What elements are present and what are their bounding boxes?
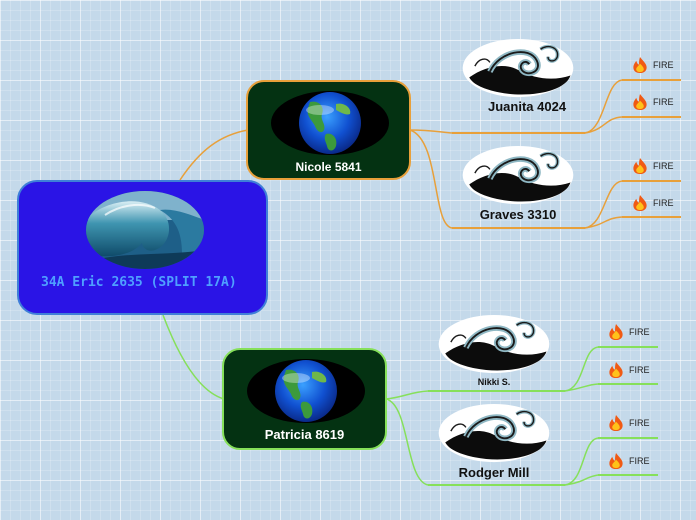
subtopic-rodger[interactable]: Rodger Mill <box>458 465 530 480</box>
earth-globe-icon <box>271 91 389 155</box>
fire-label: FIRE <box>653 60 674 70</box>
central-topic-label: 34A Eric 2635 (SPLIT 17A) <box>41 275 237 290</box>
fire-icon <box>609 323 623 341</box>
fire-label: FIRE <box>629 456 650 466</box>
fire-marker[interactable]: FIRE <box>631 56 674 74</box>
fire-marker[interactable]: FIRE <box>607 361 650 379</box>
fire-marker[interactable]: FIRE <box>631 157 674 175</box>
fire-icon <box>633 157 647 175</box>
earth-globe-icon <box>247 359 365 423</box>
fire-icon <box>609 361 623 379</box>
fire-marker[interactable]: FIRE <box>607 323 650 341</box>
fire-icon <box>633 56 647 74</box>
subtopic-nikki[interactable]: Nikki S. <box>477 377 511 387</box>
central-topic[interactable]: 34A Eric 2635 (SPLIT 17A) <box>17 180 268 315</box>
fire-label: FIRE <box>653 198 674 208</box>
swirl-wave-icon <box>458 145 578 205</box>
branch-node-nicole[interactable]: Nicole 5841 <box>246 80 411 180</box>
fire-label: FIRE <box>629 327 650 337</box>
swirl-wave-icon <box>458 38 578 98</box>
fire-marker[interactable]: FIRE <box>631 194 674 212</box>
swirl-wave-icon <box>434 314 554 374</box>
fire-label: FIRE <box>629 418 650 428</box>
subtopic-graves[interactable]: Graves 3310 <box>479 207 557 222</box>
swirl-wave-icon <box>434 403 554 463</box>
fire-icon <box>633 93 647 111</box>
ocean-wave-icon <box>86 191 204 269</box>
branch-label: Patricia 8619 <box>264 427 345 442</box>
fire-icon <box>609 452 623 470</box>
branch-node-patricia[interactable]: Patricia 8619 <box>222 348 387 450</box>
branch-label: Nicole 5841 <box>295 160 362 174</box>
fire-label: FIRE <box>629 365 650 375</box>
subtopic-juanita[interactable]: Juanita 4024 <box>488 99 567 114</box>
fire-label: FIRE <box>653 97 674 107</box>
fire-icon <box>609 414 623 432</box>
fire-icon <box>633 194 647 212</box>
fire-label: FIRE <box>653 161 674 171</box>
fire-marker[interactable]: FIRE <box>607 414 650 432</box>
fire-marker[interactable]: FIRE <box>607 452 650 470</box>
fire-marker[interactable]: FIRE <box>631 93 674 111</box>
